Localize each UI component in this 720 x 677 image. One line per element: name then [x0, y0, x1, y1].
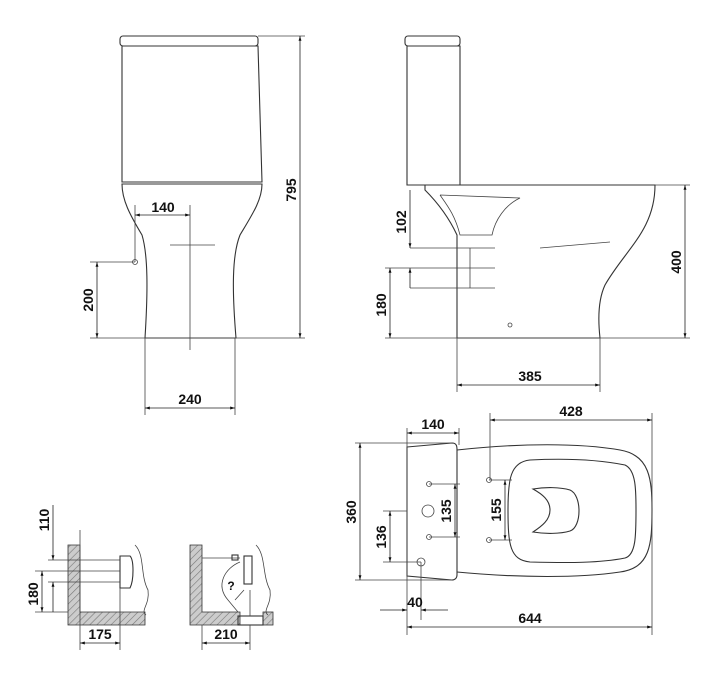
dim-140-front: 140 [151, 199, 175, 215]
dim-180-side: 180 [373, 293, 389, 317]
pan-connector [243, 555, 253, 585]
dim-180-detail: 180 [25, 582, 41, 606]
wall-floor-section [67, 544, 146, 626]
floor-outlet [237, 615, 264, 626]
dim-110: 110 [36, 508, 52, 531]
bowl-side [424, 184, 656, 339]
seat-top [507, 458, 637, 564]
cistern-side [406, 45, 461, 186]
dim-385: 385 [518, 368, 542, 384]
cistern [121, 45, 263, 183]
dim-360: 360 [343, 500, 359, 524]
dim-200: 200 [80, 288, 96, 312]
side-view: 400 102 180 385 [373, 35, 690, 392]
unknown-mark: ? [227, 579, 234, 593]
dim-644: 644 [518, 610, 542, 626]
tank-lid-side [404, 35, 461, 47]
bowl-opening [531, 487, 580, 534]
tank-lid [119, 35, 259, 47]
outlet-connector [119, 555, 134, 589]
dim-175: 175 [88, 626, 112, 642]
bowl-pedestal [121, 183, 263, 339]
dim-400: 400 [668, 250, 684, 274]
vertical-outlet-detail: ? 210 [189, 544, 274, 650]
dim-140-top: 140 [421, 416, 445, 432]
dim-210: 210 [214, 626, 238, 642]
dim-40: 40 [407, 594, 423, 610]
dim-240: 240 [178, 391, 202, 407]
dim-136: 136 [373, 525, 389, 549]
dim-795: 795 [283, 178, 299, 202]
front-view: 795 140 200 240 [80, 35, 305, 415]
dim-135: 135 [438, 499, 454, 523]
wall-floor-section-2 [189, 544, 241, 626]
flush-hole [421, 504, 435, 518]
dim-428: 428 [559, 403, 583, 419]
horizontal-outlet-detail: 110 180 175 [25, 505, 149, 650]
dim-102: 102 [393, 210, 409, 234]
dim-155: 155 [488, 498, 504, 522]
cistern-top [406, 442, 458, 581]
top-view: 428 140 360 136 135 155 40 644 [343, 403, 653, 635]
